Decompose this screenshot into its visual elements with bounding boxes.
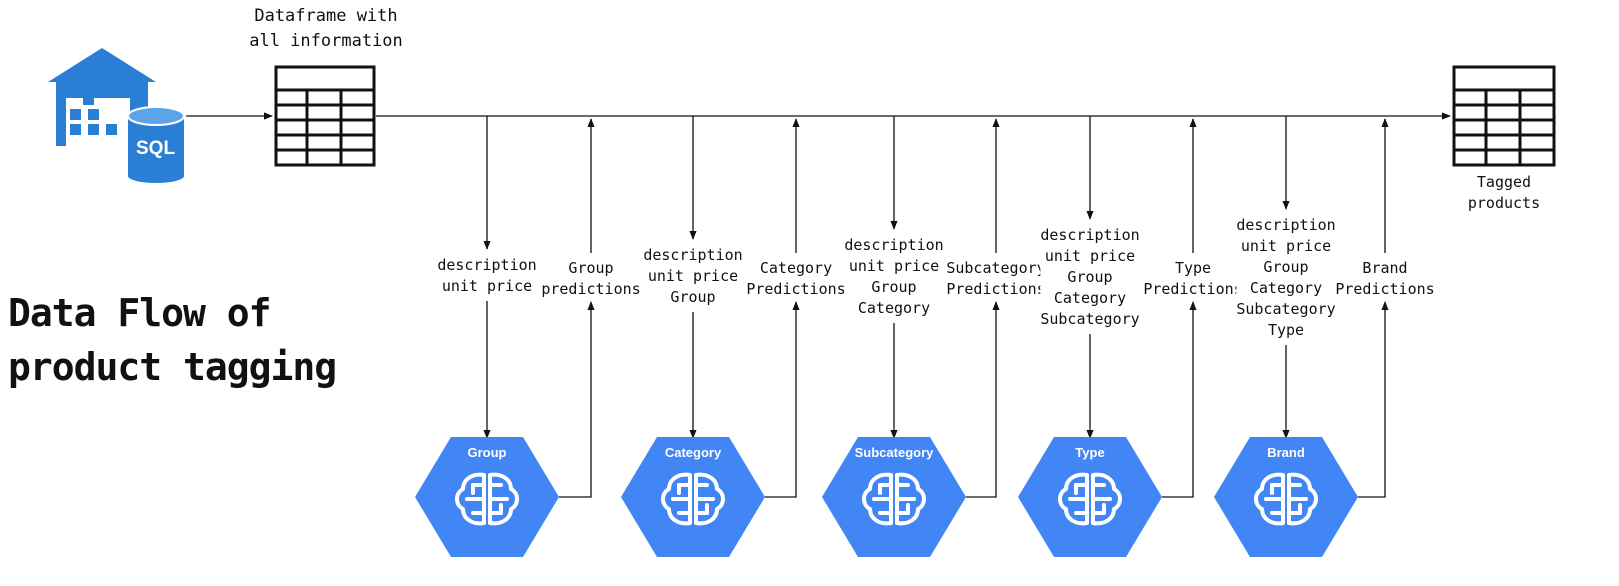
connectors <box>483 116 1389 498</box>
subcategory-model-node <box>822 437 966 557</box>
model-nodes <box>415 437 1358 557</box>
ai-brain-icon <box>455 472 519 526</box>
page-title: Data Flow of product tagging <box>8 291 337 389</box>
sql-warehouse-icon <box>48 48 188 183</box>
dataframe-table-icon <box>274 65 376 167</box>
ai-brain-icon <box>1254 472 1318 526</box>
brand-model-label: Brand <box>1267 445 1305 460</box>
model-hexagon <box>1018 437 1162 557</box>
subcategory-model-label: Subcategory <box>854 445 934 460</box>
group-model-node <box>415 437 559 557</box>
type-model-label: Type <box>1075 445 1105 460</box>
type-model-node <box>1018 437 1162 557</box>
ai-brain-icon <box>1058 472 1122 526</box>
brand-model-node <box>1214 437 1358 557</box>
arrow-category-predictions <box>765 301 800 498</box>
model-hexagon <box>822 437 966 557</box>
ai-brain-icon <box>661 472 725 526</box>
arrow-subcategory-predictions <box>966 301 1000 498</box>
model-hexagon <box>1214 437 1358 557</box>
group-model-label: Group <box>467 445 507 460</box>
arrow-brand-predictions <box>1358 301 1389 498</box>
dataframe-label: Dataframe with all information <box>249 6 403 51</box>
ai-brain-icon <box>862 472 926 526</box>
arrow-type-predictions <box>1162 301 1197 498</box>
arrow-group-predictions <box>559 301 595 498</box>
model-hexagon <box>415 437 559 557</box>
category-model-label: Category <box>664 445 722 460</box>
model-hexagon <box>621 437 765 557</box>
tagged-products-table-icon <box>1452 65 1556 167</box>
sql-label: SQL <box>136 138 176 159</box>
tagged-products-label: Tagged products <box>1467 173 1541 212</box>
category-model-node <box>621 437 765 557</box>
